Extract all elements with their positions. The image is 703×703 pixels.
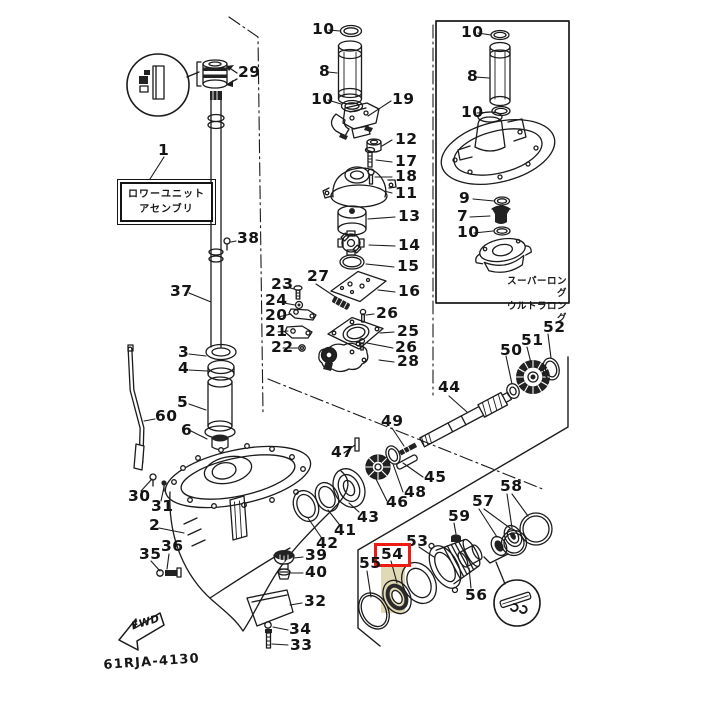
part-callout-5: 5 <box>177 393 189 411</box>
part-callout-32: 32 <box>304 592 327 610</box>
part-callout-18: 18 <box>395 167 418 185</box>
part-callout-52: 52 <box>543 318 566 336</box>
part-callout-60: 60 <box>155 407 178 425</box>
part-callout-7: 7 <box>457 207 469 225</box>
panel-borders <box>228 16 570 647</box>
part-callout-43: 43 <box>357 508 380 526</box>
inset-detail-circle <box>126 53 200 117</box>
part-callout-37: 37 <box>170 282 193 300</box>
driveshaft-37 <box>207 90 231 348</box>
part-callout-9: 9 <box>459 189 471 207</box>
part-callout-46: 46 <box>386 493 409 511</box>
part-callout-47: 47 <box>331 443 354 461</box>
part-callout-19: 19 <box>392 90 415 108</box>
part-callout-1: 1 <box>158 141 170 159</box>
part-callout-17: 17 <box>395 152 418 170</box>
part-callout-10: 10 <box>461 23 484 41</box>
variant-box <box>435 20 570 304</box>
part-callout-21: 21 <box>265 322 288 340</box>
bearing-stack <box>204 343 237 451</box>
part-callout-3: 3 <box>178 343 190 361</box>
part-callout-27: 27 <box>307 267 330 285</box>
variant-note-line1: スーパーロング <box>507 276 567 300</box>
part-callout-22: 22 <box>271 338 294 356</box>
part-callout-50: 50 <box>500 341 523 359</box>
part-callout-40: 40 <box>305 563 328 581</box>
part-callout-12: 12 <box>395 130 418 148</box>
part-callout-26: 26 <box>376 304 399 322</box>
prop-shaft-group <box>354 357 560 480</box>
part-callout-29: 29 <box>238 63 261 81</box>
part-callout-56: 56 <box>465 586 488 604</box>
variant-parts <box>440 29 556 273</box>
part-callout-33: 33 <box>290 636 313 654</box>
part-callout-26: 26 <box>395 338 418 356</box>
part-callout-44: 44 <box>438 378 461 396</box>
part-callout-39: 39 <box>305 546 328 564</box>
part-callout-34: 34 <box>289 620 312 638</box>
part-callout-15: 15 <box>397 257 420 275</box>
part-callout-6: 6 <box>181 421 193 439</box>
part-callout-24: 24 <box>265 291 288 309</box>
part-callout-23: 23 <box>271 275 294 293</box>
part-callout-35: 35 <box>139 545 162 563</box>
part-callout-8: 8 <box>319 62 331 80</box>
part-callout-54: 54 <box>374 543 411 567</box>
assembly-label-line1: ロワーユニット <box>128 189 205 200</box>
part-callout-10: 10 <box>312 20 335 38</box>
part-callout-10: 10 <box>457 223 480 241</box>
bushing-29 <box>196 59 238 89</box>
part-callout-16: 16 <box>398 282 421 300</box>
part-callout-4: 4 <box>178 359 190 377</box>
part-callout-48: 48 <box>404 483 427 501</box>
part-callout-13: 13 <box>398 207 421 225</box>
part-callout-28: 28 <box>397 352 420 370</box>
assembly-label-line2: アセンブリ <box>139 204 194 215</box>
part-callout-36: 36 <box>161 537 184 555</box>
part-callout-49: 49 <box>381 412 404 430</box>
part-callout-2: 2 <box>149 516 161 534</box>
inset-clip-circle <box>493 579 541 627</box>
part-callout-53: 53 <box>406 532 429 550</box>
assembly-label-box: ロワーユニット アセンブリ <box>117 179 216 225</box>
part-callout-25: 25 <box>397 322 420 340</box>
part-callout-20: 20 <box>265 306 288 324</box>
part-callout-55: 55 <box>359 554 382 572</box>
part-callout-42: 42 <box>316 534 339 552</box>
part-callout-10: 10 <box>311 90 334 108</box>
part-callout-14: 14 <box>398 236 421 254</box>
part-callout-57: 57 <box>472 492 495 510</box>
variant-note-line2: ウルトラロング <box>506 300 567 325</box>
part-callout-59: 59 <box>448 507 471 525</box>
seal-rings <box>292 468 366 523</box>
shift-rod-60 <box>127 344 145 471</box>
part-callout-8: 8 <box>467 67 479 85</box>
part-callout-10: 10 <box>461 103 484 121</box>
fwd-arrow <box>118 612 165 651</box>
water-pump-column <box>284 24 397 373</box>
case-hardware <box>246 550 295 649</box>
part-callout-45: 45 <box>424 468 447 486</box>
part-callout-51: 51 <box>521 331 544 349</box>
leader-lines <box>140 29 552 646</box>
part-callout-31: 31 <box>151 497 174 515</box>
part-callout-41: 41 <box>334 521 357 539</box>
part-callout-38: 38 <box>237 229 260 247</box>
part-callout-30: 30 <box>128 487 151 505</box>
variant-note: スーパーロング ウルトラロング <box>501 276 567 325</box>
part-callout-58: 58 <box>500 477 523 495</box>
part-callout-11: 11 <box>395 184 418 202</box>
